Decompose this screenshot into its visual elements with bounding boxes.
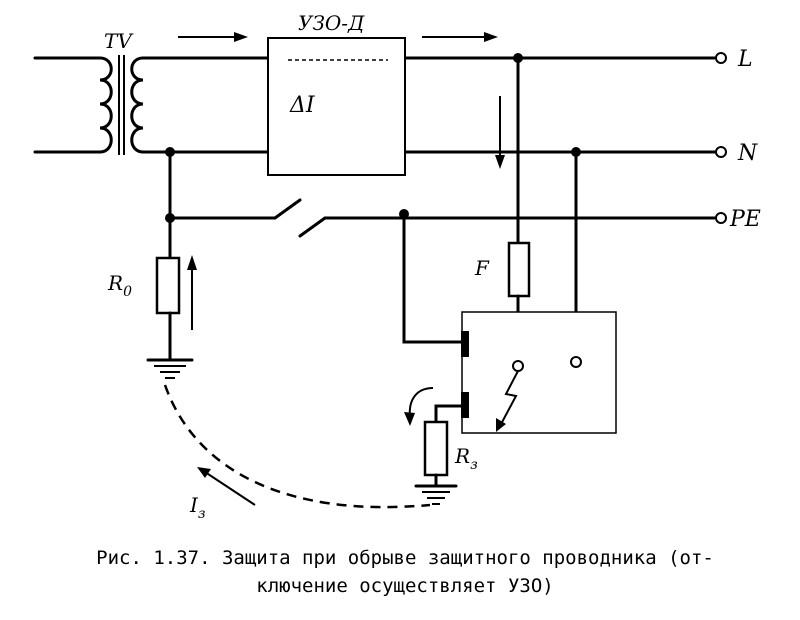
ground-symbol-r0 xyxy=(146,358,194,379)
terminal-n-dot xyxy=(715,146,727,158)
current-arrow-curved xyxy=(404,387,434,426)
r0-label: R0 xyxy=(107,271,132,300)
pe-break-right xyxy=(298,216,327,238)
pe-break-left xyxy=(273,198,302,220)
wire-rz xyxy=(434,404,464,424)
junction-pe-left xyxy=(165,213,175,223)
current-arrow-2 xyxy=(422,32,498,42)
current-arrow-1 xyxy=(178,32,248,42)
resistor-rz xyxy=(423,420,449,477)
current-arrow-down xyxy=(495,96,505,169)
terminal-l-dot xyxy=(715,52,727,64)
ground-symbol-rz xyxy=(414,484,458,505)
earth-current-path xyxy=(163,384,431,509)
enclosure-contact-bottom xyxy=(461,392,469,418)
fuse-label: F xyxy=(474,256,490,280)
caption-line-1: Рис. 1.37. Защита при обрыве защитного п… xyxy=(96,547,714,569)
transformer-tv xyxy=(33,55,145,155)
terminal-n-label: N xyxy=(737,141,758,166)
equipment-enclosure xyxy=(461,311,617,434)
device-terminal-neutral xyxy=(570,356,582,368)
iz-label: Iз xyxy=(189,493,206,522)
rz-label: Rз xyxy=(454,444,478,473)
rcd-title: УЗО-Д xyxy=(298,11,365,35)
resistor-r0 xyxy=(155,256,181,315)
current-arrow-iz xyxy=(197,467,256,506)
junction-n xyxy=(165,147,175,157)
caption-line-2: ключение осуществляет УЗО) xyxy=(256,575,554,597)
terminal-pe-label: PE xyxy=(729,207,761,232)
transformer-label: TV xyxy=(104,29,134,53)
fault-lightning-icon xyxy=(496,370,519,432)
device-terminal-phase xyxy=(512,360,524,372)
rcd-box xyxy=(267,37,406,176)
wire-pe-to-enclosure xyxy=(402,212,464,344)
terminal-pe-dot xyxy=(715,212,727,224)
enclosure-contact-top xyxy=(461,331,469,357)
fuse-f xyxy=(507,241,531,298)
rcd-symbol: ΔI xyxy=(289,93,316,118)
current-arrow-up xyxy=(187,255,197,330)
terminal-l-label: L xyxy=(737,47,753,72)
figure-caption: Рис. 1.37. Защита при обрыве защитного п… xyxy=(30,544,780,600)
